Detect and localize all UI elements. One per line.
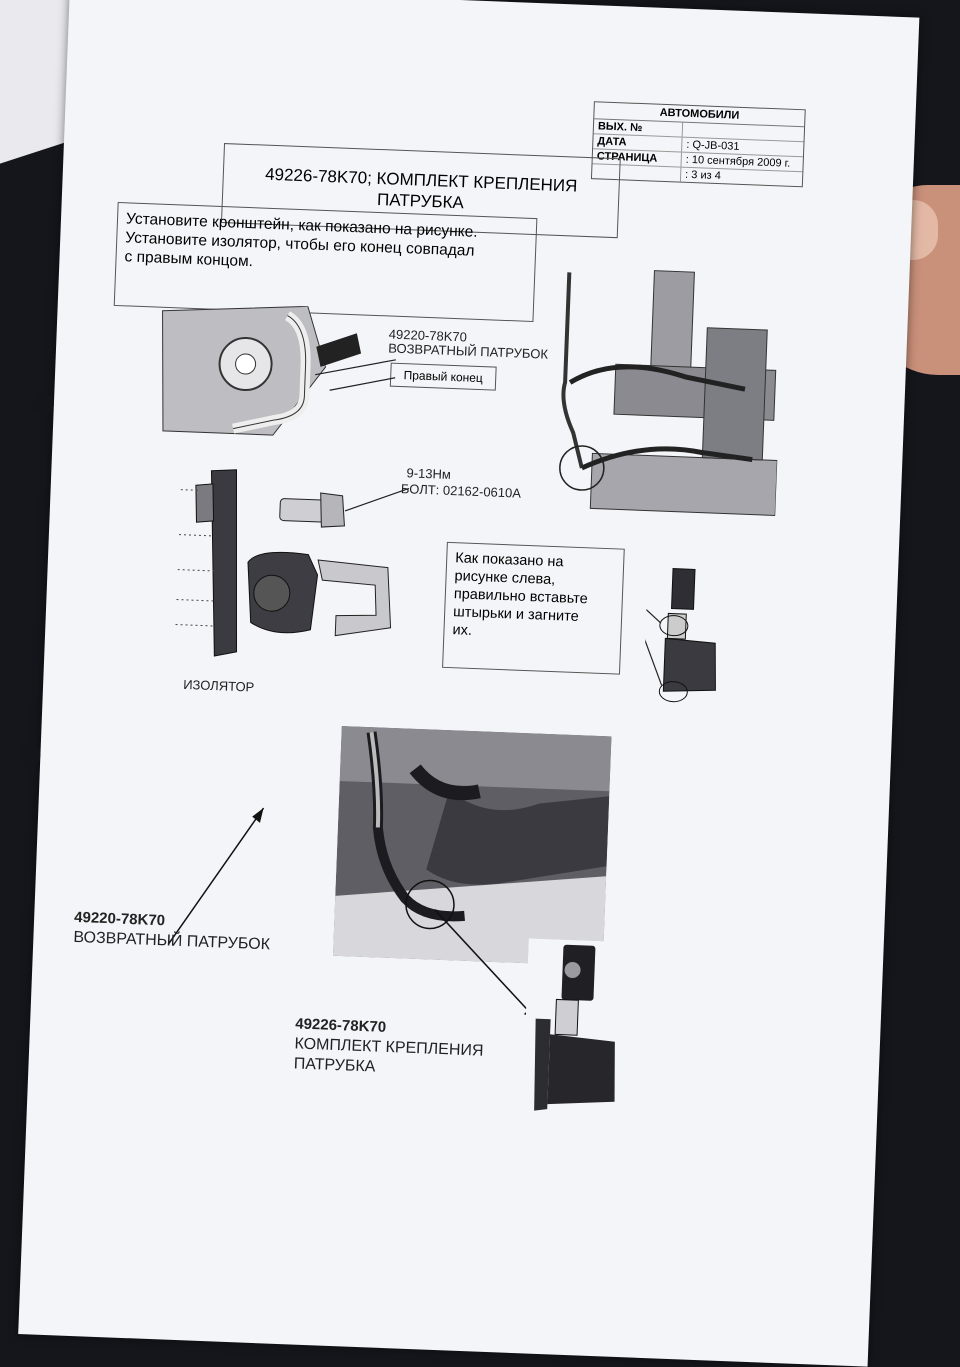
mount-kit-photo	[521, 938, 634, 1123]
exploded-view-illustration	[175, 469, 410, 657]
punch-hole-top	[31, 391, 55, 415]
bottom-pipe-arrow	[167, 807, 265, 945]
info-value: : 3 из 4	[684, 168, 722, 183]
chassis-illustration	[559, 270, 778, 516]
document-page: АВТОМОБИЛИ ВЫХ. № ДАТА : Q-JB-031 СТРАНИ…	[17, 0, 920, 1367]
bolt-label: БОЛТ: 02162-0610A	[400, 481, 522, 501]
isolator-label: ИЗОЛЯТОР	[182, 676, 255, 695]
punch-hole-bottom	[17, 743, 41, 767]
torque-label: 9-13Нм	[406, 465, 452, 482]
info-value	[683, 123, 692, 137]
return-pipe-label: 49220-78K70 ВОЗВРАТНЫЙ ПАТРУБОК	[388, 327, 549, 362]
bracket-illustration	[162, 305, 362, 436]
right-end-label: Правый конец	[389, 362, 497, 391]
pins-instruction-box: Как показано на рисунке слева, правильно…	[442, 541, 625, 675]
bottom-pipe-caption: 49220-78K70 ВОЗВРАТНЫЙ ПАТРУБОК	[73, 908, 271, 956]
assembled-part-illustration	[642, 568, 716, 703]
bottom-kit-part-number: 49226-78K70	[294, 1015, 387, 1036]
info-value: : Q-JB-031	[686, 138, 740, 153]
info-table: АВТОМОБИЛИ ВЫХ. № ДАТА : Q-JB-031 СТРАНИ…	[590, 101, 806, 188]
bottom-pipe-part-number: 49220-78K70	[73, 908, 166, 930]
leader-arrows	[315, 359, 396, 391]
bottom-kit-caption: 49226-78K70 КОМПЛЕКТ КРЕПЛЕНИЯ ПАТРУБКА	[293, 1014, 484, 1081]
